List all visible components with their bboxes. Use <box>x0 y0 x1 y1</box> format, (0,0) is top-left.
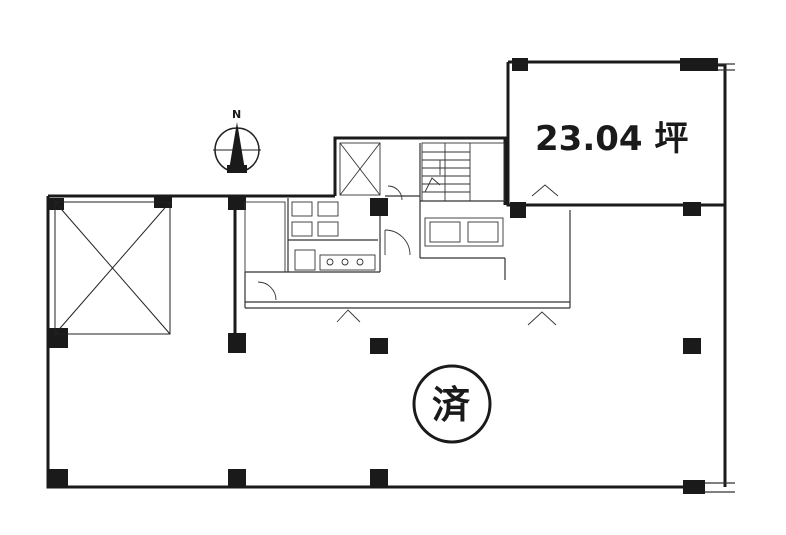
area-label: 23.04 坪 <box>535 119 688 159</box>
building-core <box>244 142 505 273</box>
column <box>512 58 528 71</box>
column <box>680 58 718 71</box>
stamp-text: 済 <box>432 383 471 427</box>
north-compass-icon: N <box>213 108 261 173</box>
outer-walls <box>46 136 735 493</box>
restroom <box>244 198 411 273</box>
sink-counter <box>424 217 504 247</box>
contracted-stamp: 済 <box>412 364 492 444</box>
void-area <box>54 201 171 335</box>
stairs <box>421 142 505 202</box>
columns <box>48 196 705 494</box>
north-label: N <box>232 108 241 121</box>
elevator-shaft <box>339 142 381 196</box>
corridor <box>244 184 571 326</box>
